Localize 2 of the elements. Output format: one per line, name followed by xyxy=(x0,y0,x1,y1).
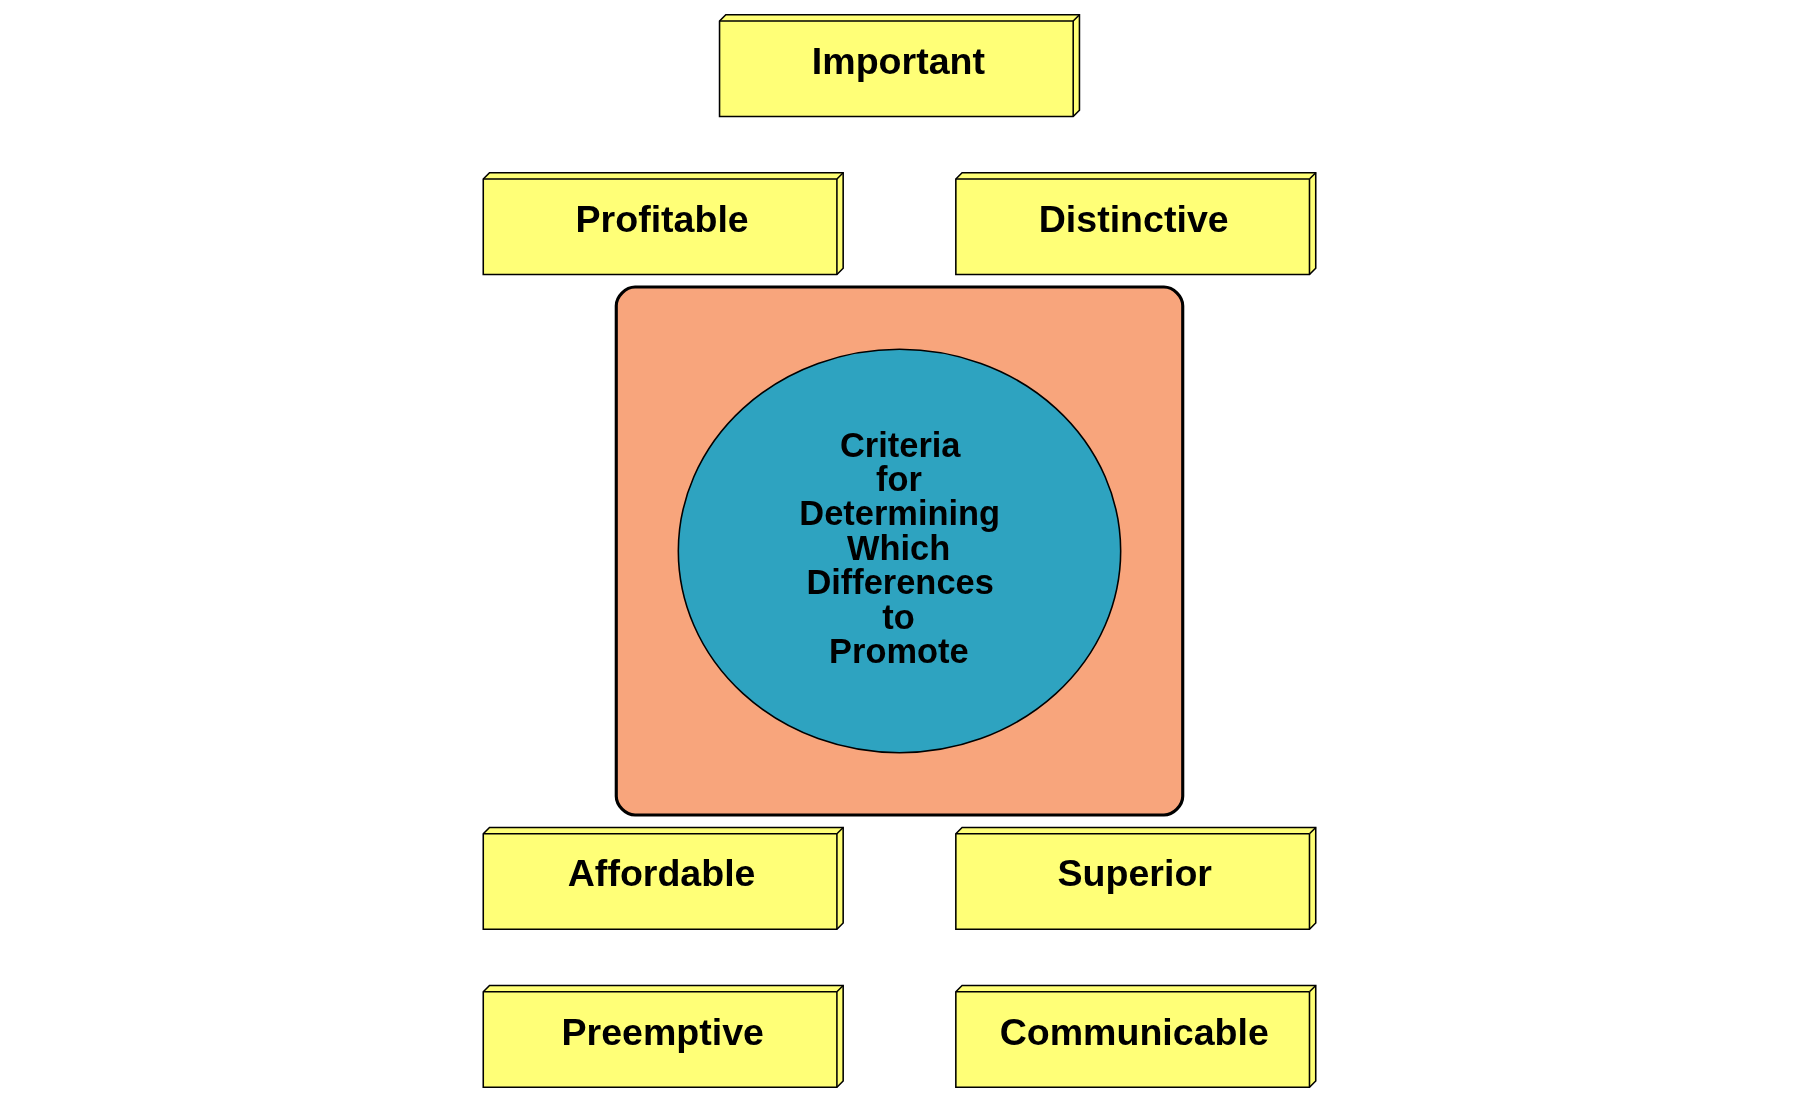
cluster xyxy=(614,285,1184,817)
node-circle: Criteria for Determining Which Differences to Promote xyxy=(677,348,1121,754)
